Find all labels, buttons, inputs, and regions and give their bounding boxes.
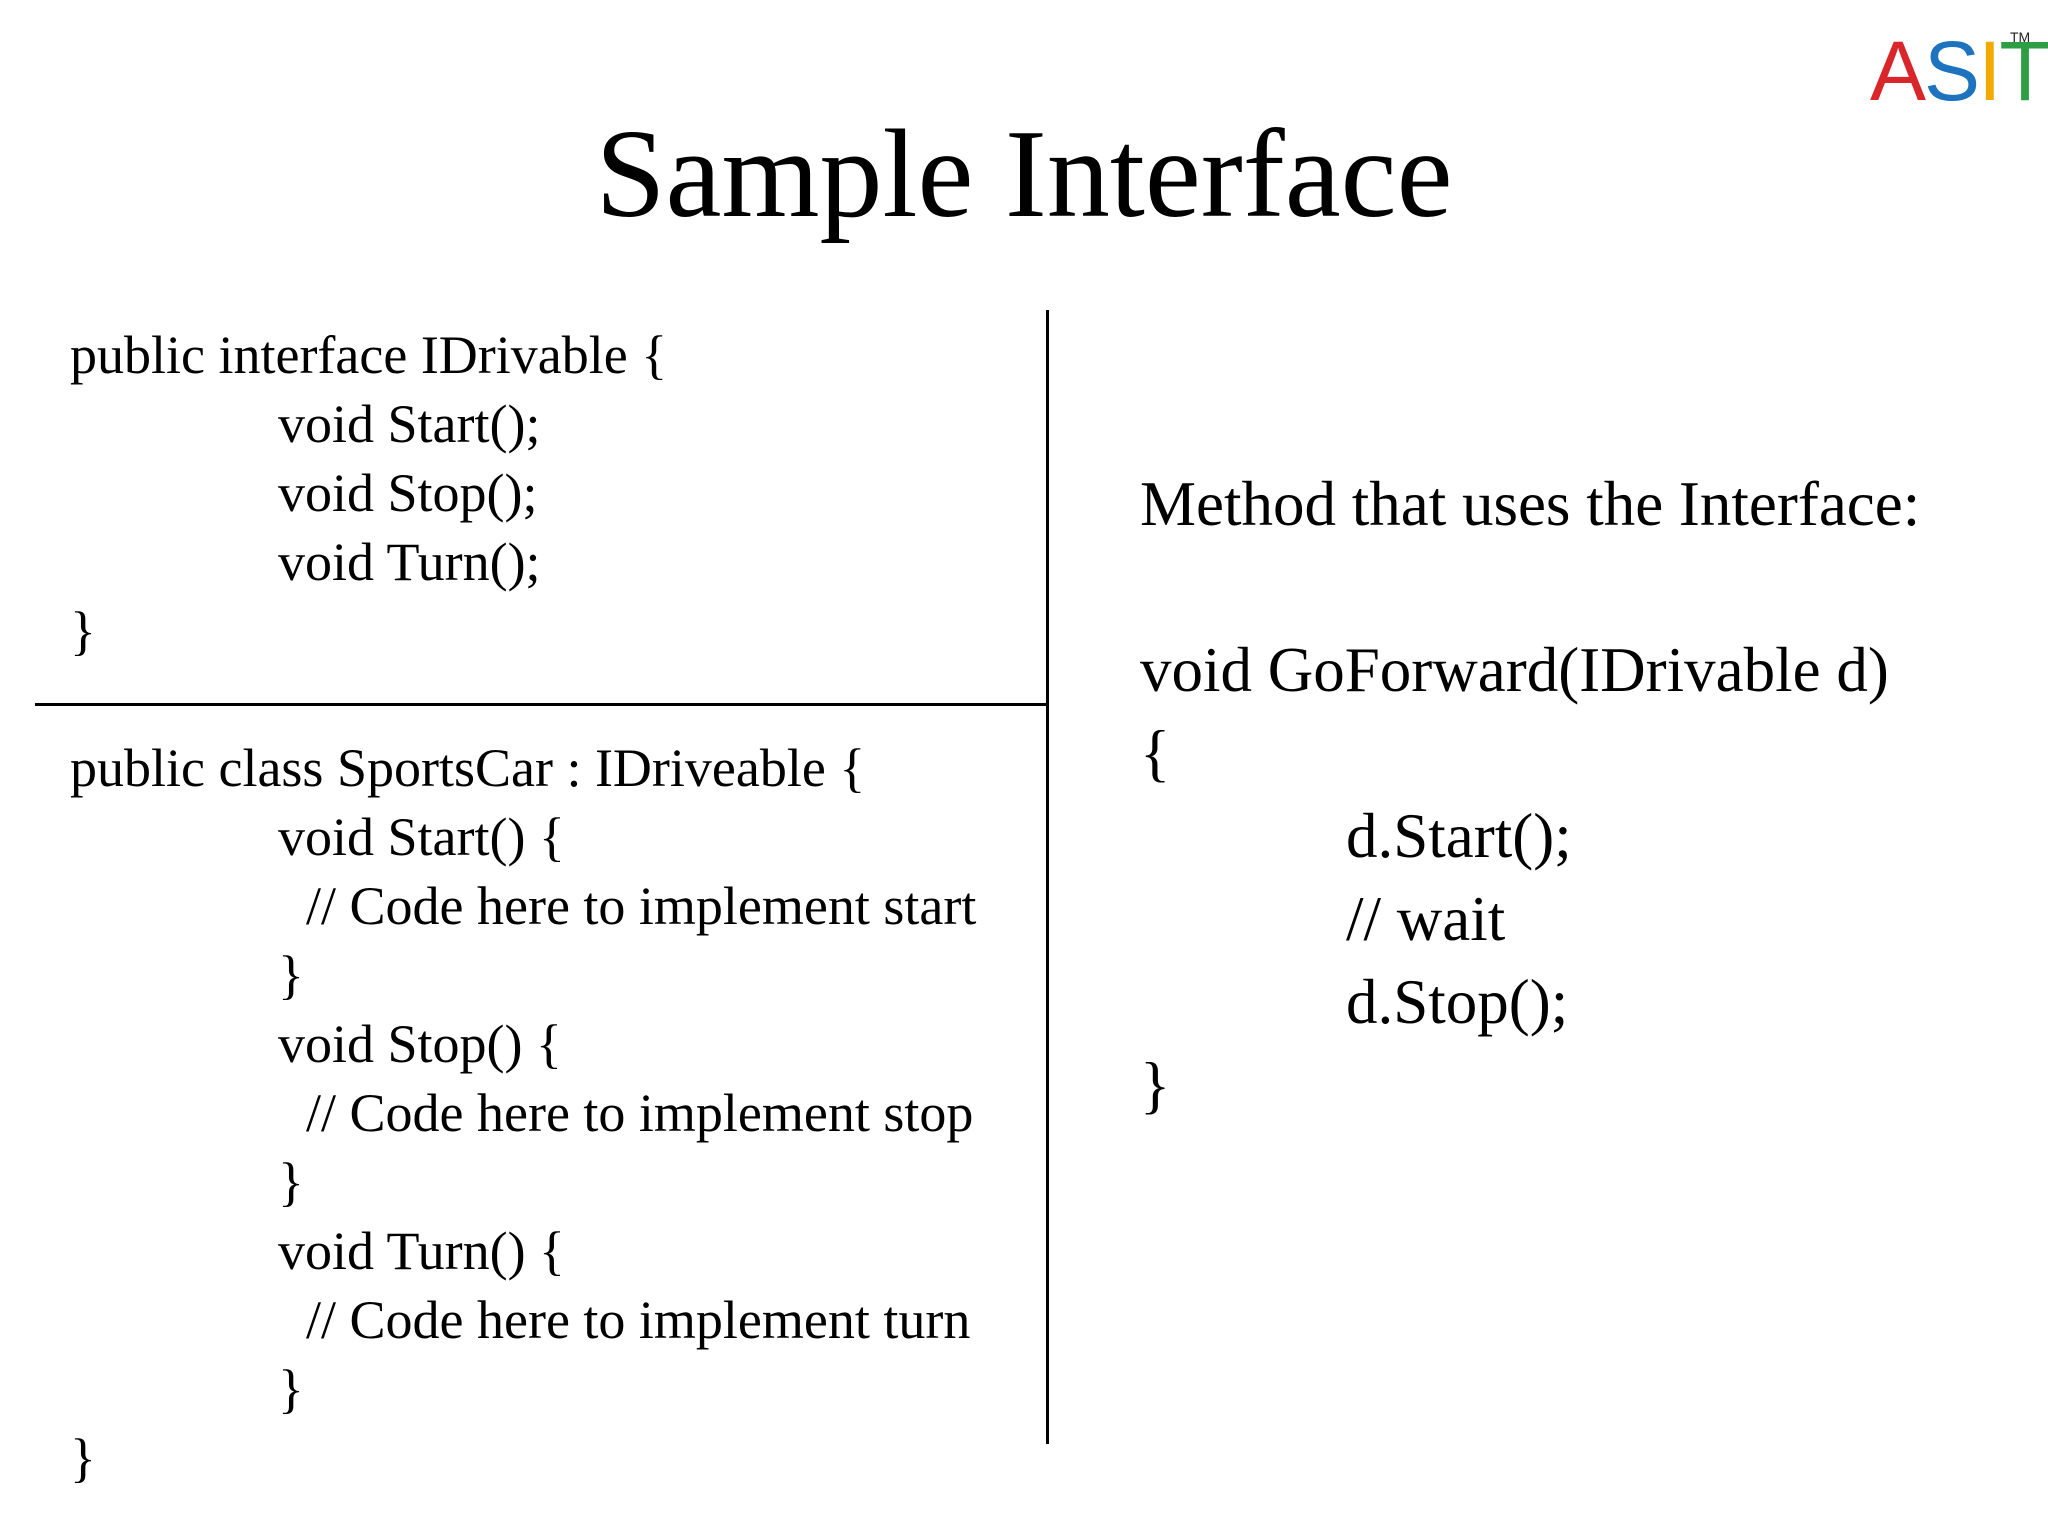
code-line: public class SportsCar : IDriveable { [70, 738, 866, 798]
code-line: void Start(); [278, 394, 541, 454]
code-line: } [278, 1152, 304, 1212]
code-line: void Stop() { [278, 1014, 562, 1074]
usage-line: d.Start(); [1346, 801, 1572, 871]
usage-line: // wait [1346, 884, 1506, 954]
code-line: void Stop(); [278, 463, 538, 523]
code-line: } [70, 601, 96, 661]
code-line: // Code here to implement turn [306, 1290, 971, 1350]
logo-trademark: TM [2010, 29, 2031, 45]
code-line: void Turn(); [278, 532, 541, 592]
horizontal-divider [35, 703, 1048, 706]
usage-line: { [1140, 718, 1171, 788]
code-line: public interface IDrivable { [70, 325, 668, 385]
logo-letters: ASIT [1870, 26, 2048, 116]
code-line: } [278, 945, 304, 1005]
code-line: void Start() { [278, 807, 565, 867]
logo-letter-i: I [1978, 24, 2001, 118]
usage-line: d.Stop(); [1346, 967, 1569, 1037]
usage-line: void GoForward(IDrivable d) [1140, 635, 1889, 705]
usage-heading: Method that uses the Interface: [1140, 469, 1921, 539]
slide-title: Sample Interface [595, 105, 1453, 244]
code-line: // Code here to implement start [306, 876, 977, 936]
logo-letter-t: T [1999, 24, 2048, 118]
code-line: // Code here to implement stop [306, 1083, 974, 1143]
usage-line: } [1140, 1050, 1171, 1120]
logo-letter-a: A [1870, 24, 1926, 118]
code-line: void Turn() { [278, 1221, 565, 1281]
asit-logo: ASIT TM [1870, 26, 2048, 116]
vertical-divider [1046, 310, 1049, 1444]
code-line: } [278, 1359, 304, 1419]
code-line: } [70, 1428, 96, 1488]
logo-letter-s: S [1924, 24, 1980, 118]
